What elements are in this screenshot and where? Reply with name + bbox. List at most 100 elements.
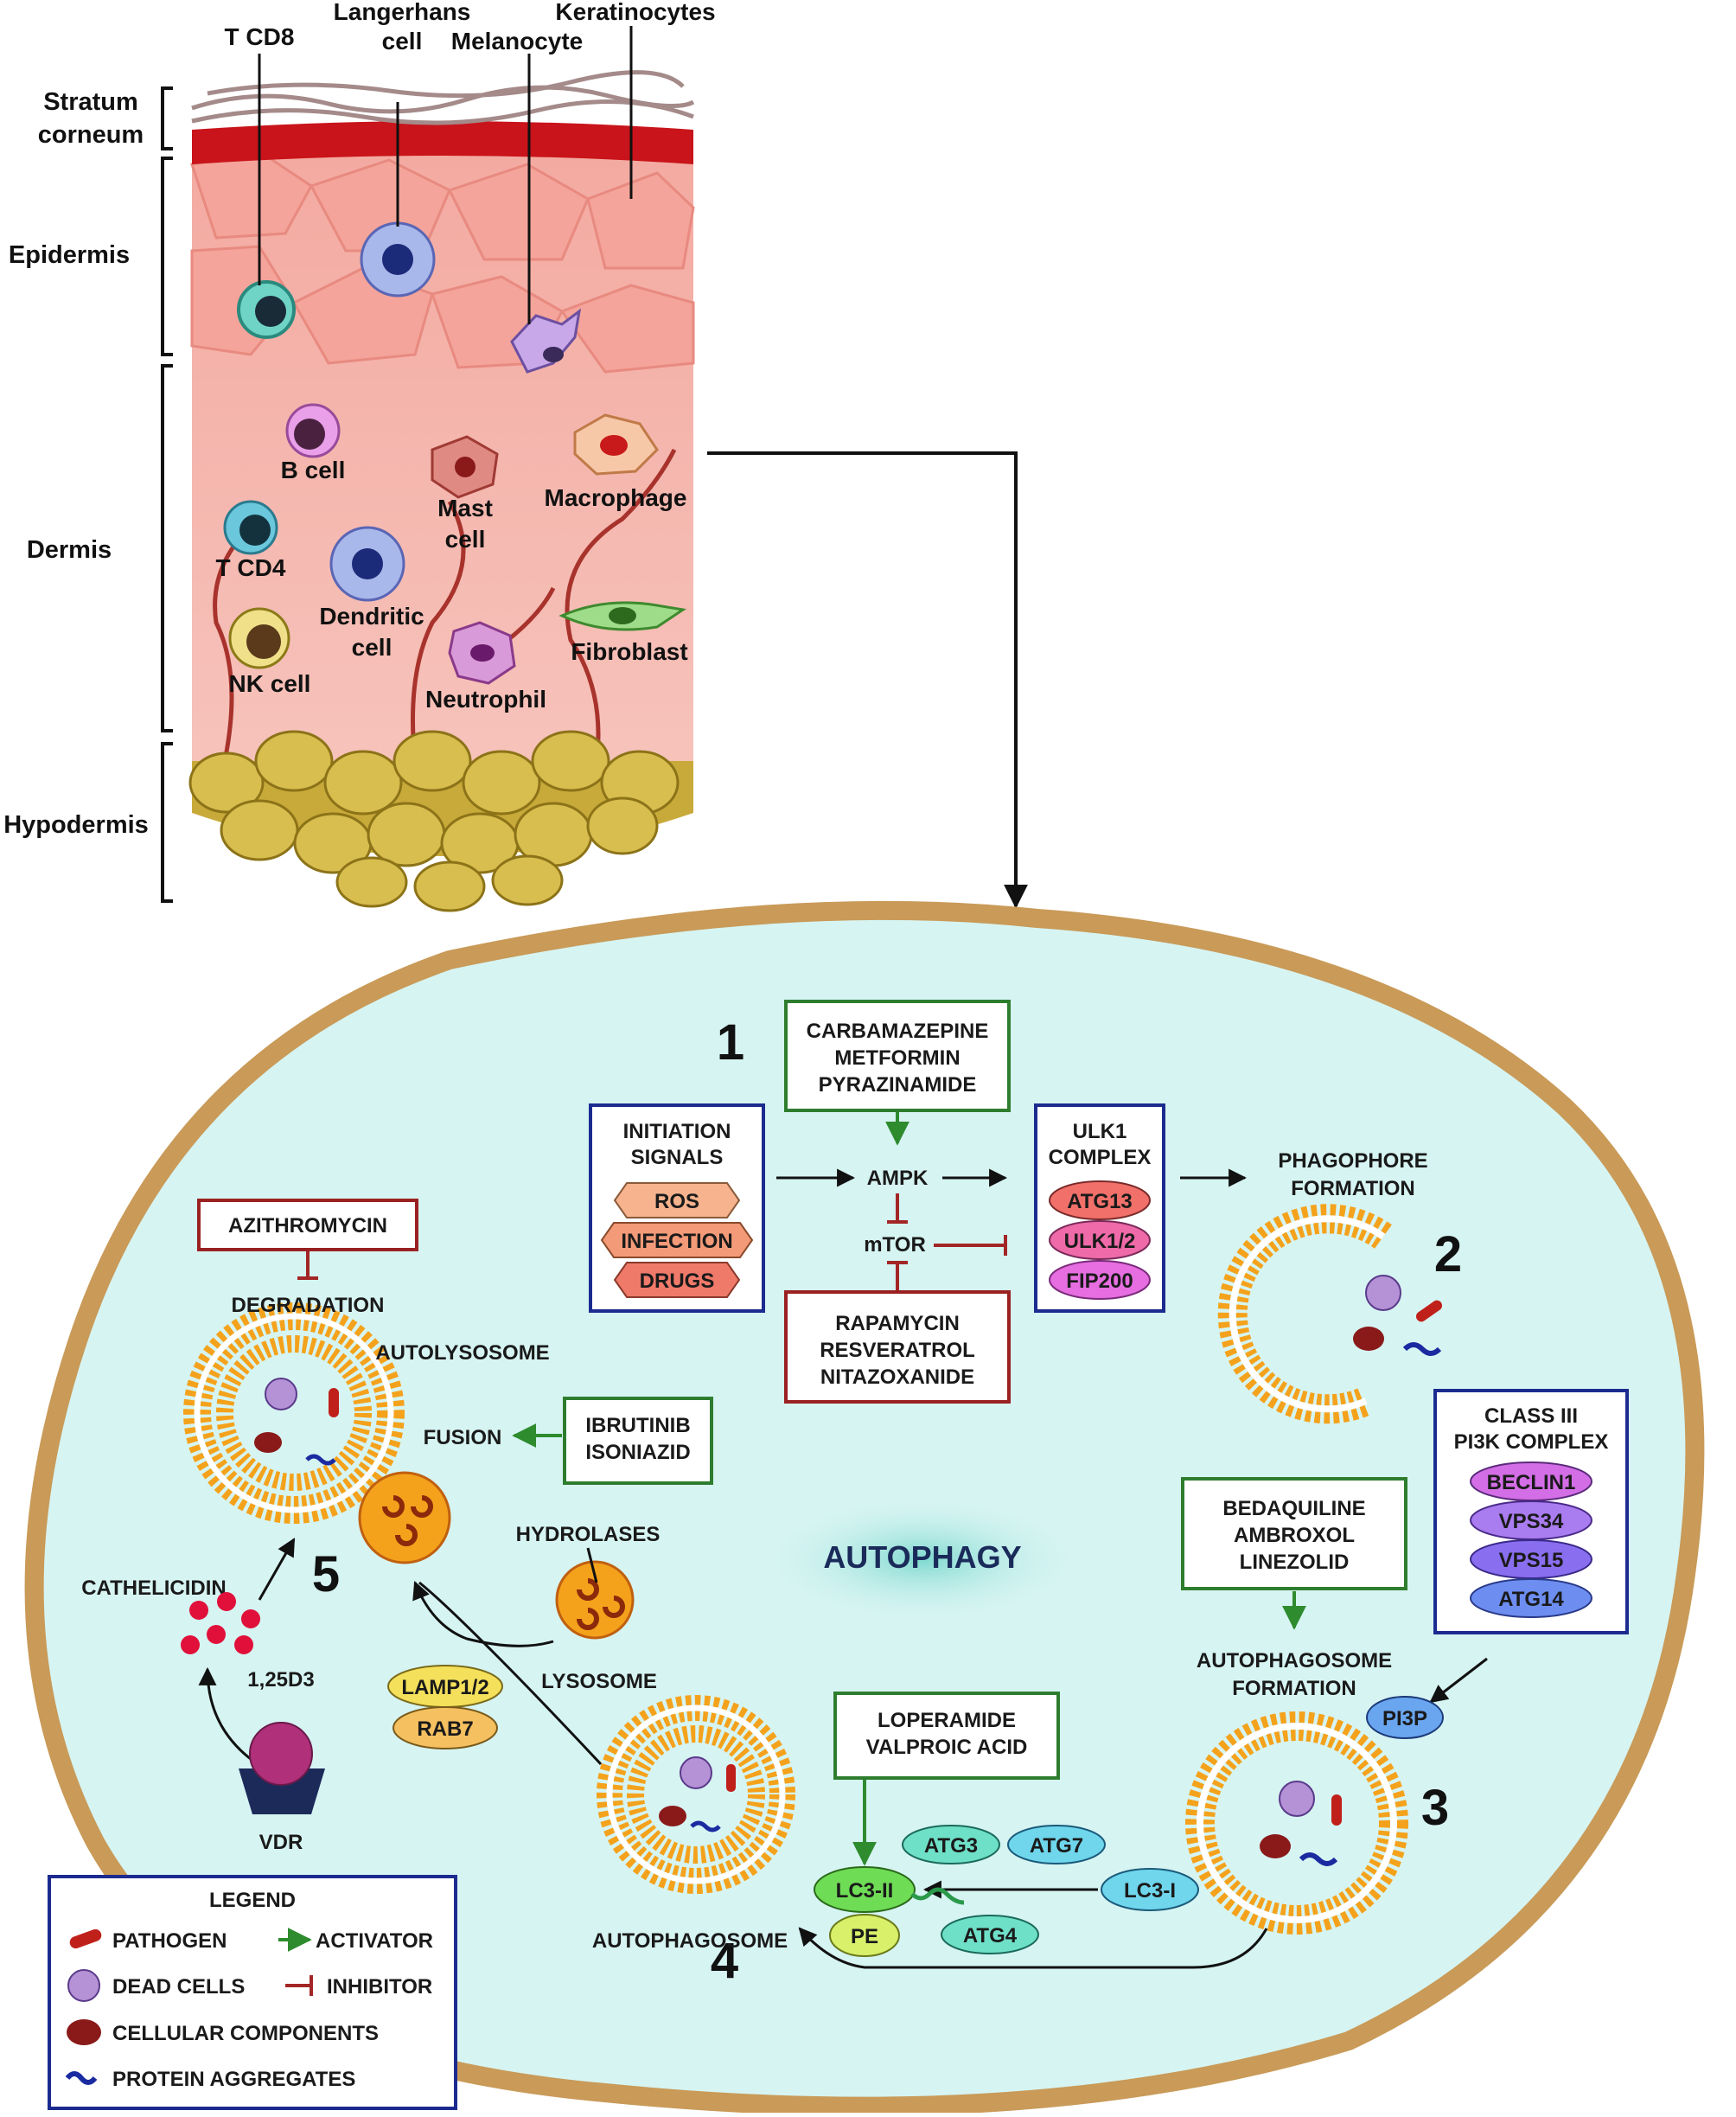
step-1: 1	[717, 1014, 744, 1071]
pe-pill	[829, 1914, 900, 1957]
legend-title: LEGEND	[209, 1889, 296, 1912]
stratum-waves	[191, 70, 695, 125]
signal-ros: ROS	[654, 1190, 699, 1213]
label-stratum-line2: corneum	[38, 121, 144, 149]
step-2: 2	[1434, 1226, 1462, 1282]
drug-carbamazepine: CARBAMAZEPINE	[807, 1020, 989, 1043]
lc3-ii-label: LC3-II	[836, 1879, 894, 1903]
ulk1-ulk12: ULK1/2	[1064, 1230, 1136, 1253]
legend-cellular-components: CELLULAR COMPONENTS	[112, 2022, 379, 2045]
autophagosome-label: AUTOPHAGOSOME	[592, 1929, 788, 1953]
vitd-molecule	[249, 1722, 313, 1786]
label-stratum-line1: Stratum	[43, 88, 138, 116]
signal-infection: INFECTION	[621, 1230, 732, 1253]
label-melanocyte: Melanocyte	[451, 28, 584, 54]
step-5: 5	[312, 1546, 340, 1602]
step-3: 3	[1421, 1780, 1449, 1836]
autophagy-title: AUTOPHAGY	[823, 1539, 1021, 1575]
drug-pyrazinamide: PYRAZINAMIDE	[819, 1073, 977, 1097]
autophagosome-formation-1: AUTOPHAGOSOME	[1197, 1649, 1392, 1672]
autophagosome-4-shape	[597, 1695, 795, 1894]
skin-diagram: Stratum corneum Epidermis Dermis Hypoder…	[3, 0, 716, 912]
ulk1-complex-box: ULK1 COMPLEX ATG13 ULK1/2 FIP200	[1034, 1103, 1165, 1313]
pi3p-label: PI3P	[1382, 1707, 1427, 1730]
legend-dead-cells: DEAD CELLS	[112, 1975, 245, 1999]
label-dendritic-line2: cell	[352, 634, 393, 661]
autolysosome-shape	[183, 1302, 451, 1564]
initiation-title-1: INITIATION	[623, 1120, 731, 1143]
label-nk-cell: NK cell	[229, 670, 311, 697]
label-dendritic-line1: Dendritic	[319, 603, 424, 630]
legend-activator: ACTIVATOR	[316, 1929, 433, 1953]
pi3k-title-2: PI3K COMPLEX	[1454, 1430, 1609, 1454]
label-langerhans-line1: Langerhans	[334, 0, 471, 25]
ampk-activators-box: CARBAMAZEPINE METFORMIN PYRAZINAMIDE	[784, 1000, 1011, 1112]
atg3-label: ATG3	[924, 1834, 978, 1858]
pi3p-pill	[1366, 1696, 1444, 1739]
atg3-pill	[902, 1825, 1000, 1864]
atg4-label: ATG4	[963, 1924, 1018, 1948]
autophagosome-3-shape	[1185, 1711, 1408, 1935]
layer-brackets	[161, 86, 173, 903]
lc3-i-label: LC3-I	[1124, 1879, 1176, 1903]
azithromycin-box: AZITHROMYCIN	[197, 1199, 418, 1251]
phagophore-shape	[1217, 1204, 1443, 1424]
hydrolases-label: HYDROLASES	[516, 1523, 661, 1546]
lysosome-to-autolysosome-arrow	[412, 1581, 554, 1647]
drug-ambroxol: AMBROXOL	[1234, 1524, 1355, 1547]
stratum-band	[192, 121, 693, 164]
label-t-cd4: T CD4	[216, 554, 286, 581]
pi3k-title-1: CLASS III	[1484, 1404, 1578, 1428]
vdr-to-cathelicidin-arrow	[198, 1666, 258, 1766]
label-mast-line1: Mast	[437, 495, 493, 521]
mtor-label: mTOR	[864, 1233, 926, 1257]
autophagosome-activators-box: BEDAQUILINE AMBROXOL LINEZOLID	[1181, 1477, 1407, 1590]
lc3-tail	[910, 1887, 965, 1905]
label-neutrophil: Neutrophil	[425, 686, 546, 713]
pi3k-atg14: ATG14	[1498, 1588, 1564, 1611]
dendritic-cell-shape	[329, 526, 405, 602]
label-leaders	[258, 26, 633, 324]
atg4-pill	[941, 1915, 1039, 1954]
lc3-ii-pill	[814, 1866, 916, 1913]
rab7-label: RAB7	[417, 1717, 473, 1741]
label-mast-line2: cell	[445, 526, 486, 553]
autolysosome-label: AUTOLYSOSOME	[375, 1341, 549, 1365]
drug-nitazoxanide: NITAZOXANIDE	[820, 1365, 974, 1389]
drug-ibrutinib: IBRUTINIB	[585, 1414, 690, 1437]
legend-pathogen: PATHOGEN	[112, 1929, 227, 1953]
ulk1-fip200: FIP200	[1066, 1270, 1133, 1293]
drug-azithromycin: AZITHROMYCIN	[228, 1214, 387, 1238]
cathelicidin-label: CATHELICIDIN	[81, 1577, 227, 1600]
skin-to-cell-arrow	[707, 451, 1028, 909]
langerhans-cell-shape	[360, 221, 436, 297]
drug-bedaquiline: BEDAQUILINE	[1222, 1497, 1365, 1520]
lysosome-label: LYSOSOME	[541, 1670, 657, 1693]
legend-cellular-components-icon	[67, 2019, 101, 2045]
skin-cells	[223, 221, 686, 685]
pi3k-complex-box: CLASS III PI3K COMPLEX BECLIN1 VPS34 VPS…	[1433, 1389, 1629, 1634]
lamp-label: LAMP1/2	[401, 1676, 488, 1699]
drug-metformin: METFORMIN	[834, 1046, 960, 1070]
atg7-pill	[1007, 1825, 1106, 1864]
rab7-pill	[393, 1706, 498, 1749]
mtor-inhibitors-box: RAPAMYCIN RESVERATROL NITAZOXANIDE	[784, 1290, 1011, 1404]
label-keratinocytes: Keratinocytes	[555, 0, 715, 25]
phagophore-line1: PHAGOPHORE	[1278, 1149, 1427, 1173]
fusion-activators-box: IBRUTINIB ISONIAZID	[563, 1397, 713, 1485]
drug-loperamide: LOPERAMIDE	[878, 1709, 1016, 1732]
step-4: 4	[711, 1933, 738, 1989]
signal-drugs: DRUGS	[640, 1270, 715, 1293]
legend-protein-aggregates: PROTEIN AGGREGATES	[112, 2068, 355, 2091]
pi3k-vps15: VPS15	[1499, 1549, 1564, 1572]
hydrolases-leader	[586, 1547, 598, 1583]
cathelicidin-dots	[181, 1592, 260, 1654]
drug-isoniazid: ISONIAZID	[585, 1441, 690, 1464]
pi3k-beclin1: BECLIN1	[1487, 1471, 1576, 1494]
label-fibroblast: Fibroblast	[571, 638, 687, 665]
autophagosome3-to-4-arrow	[798, 1927, 1268, 1969]
drug-linezolid: LINEZOLID	[1240, 1551, 1350, 1574]
vdr-label: VDR	[259, 1831, 303, 1854]
legend-inhibitor: INHIBITOR	[327, 1975, 432, 1999]
